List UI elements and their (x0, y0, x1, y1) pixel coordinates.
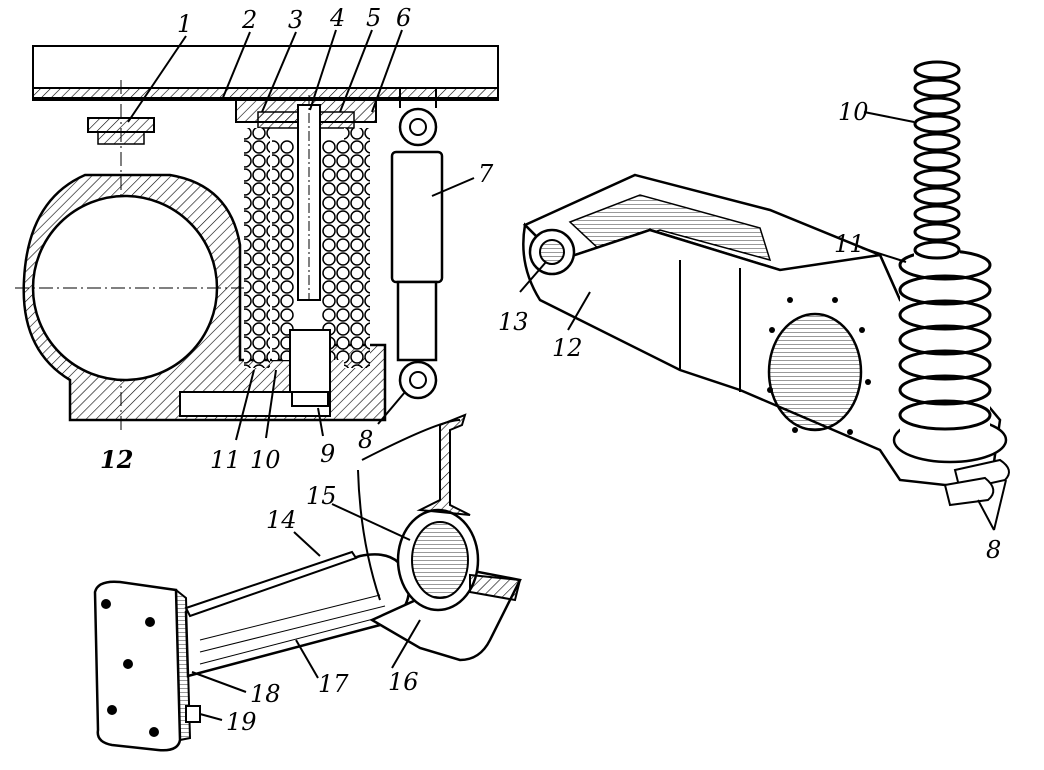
leader-13 (519, 261, 547, 293)
shaft-shade-2 (199, 605, 386, 653)
damper-lower-pin (409, 371, 427, 389)
leader-17 (295, 639, 319, 679)
label-11-arm: 11 (834, 230, 865, 258)
leader-12-arm (567, 291, 591, 331)
inner-spring-3d (913, 60, 961, 260)
label-18: 18 (250, 680, 281, 708)
leader-15 (331, 503, 411, 541)
leader-16 (391, 619, 421, 669)
flange-hole-4 (107, 705, 117, 715)
bracket-outline-curve (357, 469, 381, 601)
label-1: 1 (177, 10, 192, 38)
housing-cap (416, 413, 471, 516)
leader-8 (377, 391, 406, 425)
arm-side-face (522, 222, 1002, 492)
label-12-arm: 12 (552, 334, 583, 362)
bracket-view: 14 15 16 17 18 19 (93, 413, 522, 752)
outer-spring-left (244, 128, 270, 368)
label-14: 14 (266, 506, 297, 534)
damper-rod-cover (396, 280, 438, 362)
shaft-shade-3 (199, 615, 386, 665)
label-8-section: 8 (358, 426, 373, 454)
leader-10 (265, 369, 277, 439)
bolt-head (291, 391, 329, 407)
label-10-section: 10 (250, 446, 281, 474)
label-10-arm: 10 (838, 98, 869, 126)
housing-jaw (469, 573, 522, 602)
damper-cylinder (390, 150, 444, 284)
leader-5 (339, 29, 373, 113)
leader-3 (261, 31, 297, 113)
label-11-section: 11 (210, 446, 241, 474)
leader-4 (309, 29, 337, 111)
leader-10-arm (863, 111, 915, 123)
label-5: 5 (366, 4, 381, 32)
shaft-shade-1 (199, 594, 381, 641)
pivot-bore (539, 239, 565, 265)
label-4: 4 (329, 4, 345, 32)
label-19: 19 (226, 708, 257, 736)
label-15: 15 (306, 482, 337, 510)
leader-9 (317, 407, 324, 437)
locating-pin (185, 705, 201, 723)
leader-11 (235, 369, 255, 441)
leader-18 (191, 671, 247, 693)
label-16: 16 (388, 668, 419, 696)
label-13: 13 (498, 308, 529, 336)
balancer-arm-view: 10 11 12 13 8 (498, 60, 1010, 564)
label-2: 2 (241, 6, 257, 34)
damper-lug-2 (943, 476, 995, 507)
leader-2 (221, 31, 251, 101)
label-17: 17 (318, 670, 349, 698)
damper-upper-bracket (399, 88, 437, 108)
leader-7 (431, 177, 475, 197)
leader-19 (199, 713, 223, 721)
flange-hole-1 (101, 599, 111, 609)
flange-bolt-holes (767, 297, 871, 435)
label-7: 7 (478, 160, 494, 188)
section-view: 1 2 3 4 5 6 7 8 9 10 11 12 (15, 4, 499, 474)
flange-hole-5 (149, 727, 159, 737)
label-9: 9 (320, 440, 335, 468)
flange-hole-2 (145, 617, 155, 627)
lower-rod-support (289, 329, 331, 393)
leader-6 (371, 29, 403, 113)
bearing-inner (411, 521, 469, 599)
leader-11-arm (861, 247, 907, 263)
shaft-key (184, 550, 358, 618)
leader-1 (127, 35, 187, 123)
inner-spring-right (322, 140, 344, 360)
damper-upper-pin (409, 118, 427, 136)
outer-spring-right (344, 128, 370, 368)
label-6: 6 (396, 4, 411, 32)
leader-8-cross (361, 419, 461, 461)
label-3: 3 (288, 6, 303, 34)
outer-spring-3d (898, 249, 992, 435)
frame-plate (32, 87, 499, 101)
axle-seat-bore (767, 312, 863, 432)
label-8-arm: 8 (986, 536, 1001, 564)
label-12-section: 12 (100, 445, 133, 474)
leader-14 (293, 531, 321, 557)
flange-hole-3 (123, 659, 133, 669)
leader-8-arm (977, 479, 1007, 531)
inner-spring-left (272, 140, 294, 360)
